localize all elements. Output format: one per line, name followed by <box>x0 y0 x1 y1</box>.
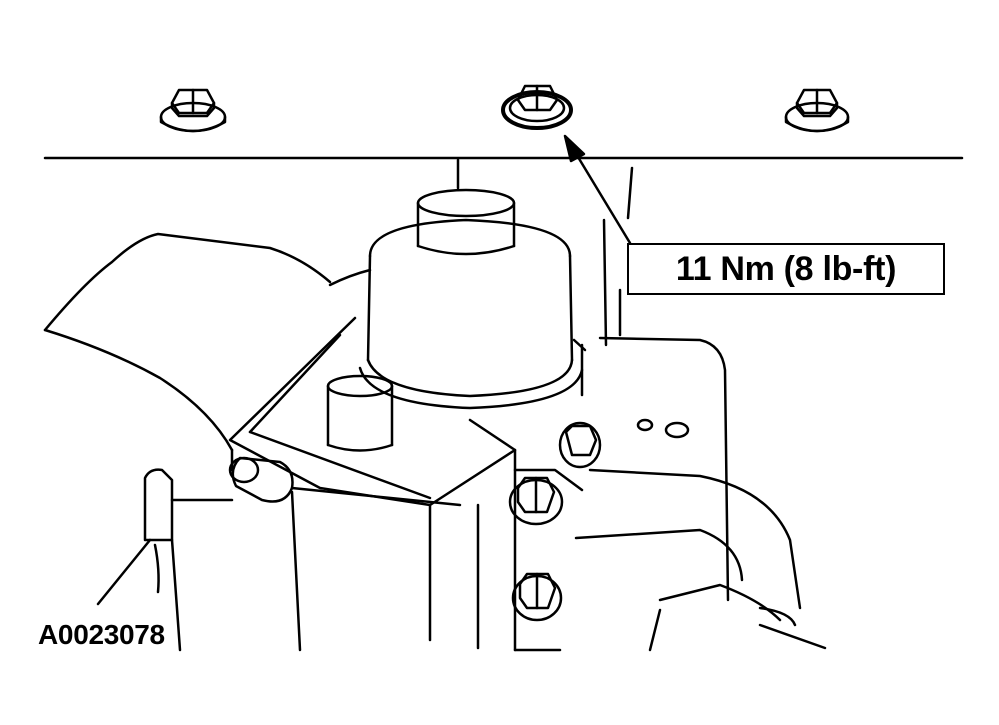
torque-label: 11 Nm (8 lb-ft) <box>675 249 897 288</box>
figure-leader-line <box>96 538 152 606</box>
rear-vertical-line-2 <box>626 166 634 220</box>
rear-vertical-line-3 <box>602 218 608 347</box>
top-bolt-center <box>501 84 573 130</box>
mount-body <box>358 218 587 410</box>
top-bolt-right <box>784 88 850 133</box>
left-bracket-arm <box>143 468 234 652</box>
bracket-post <box>326 374 394 452</box>
side-bolt-upper <box>558 421 602 469</box>
side-bolt-middle <box>508 476 564 526</box>
mount-right-edge <box>513 468 584 492</box>
left-stud <box>228 456 462 652</box>
right-side-panel <box>598 336 730 602</box>
side-bolt-lower <box>511 572 563 622</box>
top-bolt-left <box>159 88 227 133</box>
callout-arrow <box>563 134 632 245</box>
left-fender-panel <box>43 232 372 472</box>
figure-id-label: A0023078 <box>38 619 165 650</box>
frame-rail <box>574 468 827 652</box>
torque-callout: 11 Nm (8 lb-ft) <box>627 243 945 295</box>
